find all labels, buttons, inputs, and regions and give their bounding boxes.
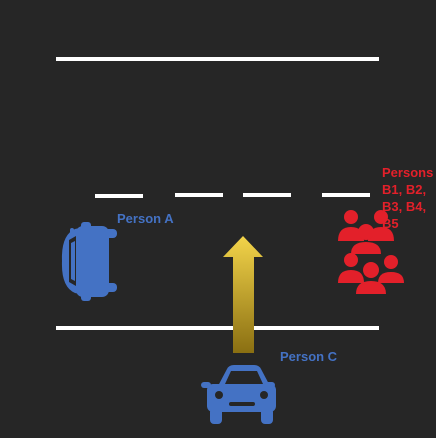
car-a-icon bbox=[61, 222, 117, 301]
persons-b-line: Persons bbox=[382, 165, 434, 180]
persons-b-line: B1, B2, bbox=[382, 182, 427, 197]
arrow-up-icon bbox=[223, 236, 263, 353]
persons-b-line: B3, B4, bbox=[382, 199, 427, 214]
persons-b-line: B5 bbox=[382, 216, 399, 231]
top-road-line bbox=[56, 57, 379, 61]
person-c-label: Person C bbox=[280, 349, 338, 364]
persons-b-label: Persons B1, B2, B3, B4, B5 bbox=[382, 164, 433, 232]
dashed-lane-line bbox=[95, 193, 370, 198]
bottom-road-line bbox=[56, 326, 379, 330]
car-c-icon bbox=[201, 365, 276, 424]
people-group-icon bbox=[338, 210, 404, 294]
person-a-label: Person A bbox=[117, 211, 174, 226]
